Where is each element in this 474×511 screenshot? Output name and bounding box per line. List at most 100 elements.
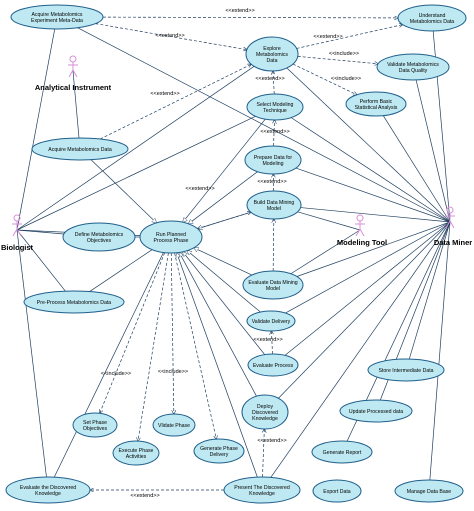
use-case-store-intermediate[interactable]: Store Intermediate Data — [367, 358, 445, 382]
association-line — [77, 27, 451, 223]
use-case-ellipse — [376, 53, 450, 81]
association-line — [295, 167, 451, 223]
actor-left-leg — [355, 228, 361, 237]
extend-label: <<extend>> — [150, 91, 179, 97]
association-line — [16, 229, 47, 478]
use-case-label: Model — [267, 206, 281, 212]
actor-biologist[interactable] — [12, 214, 22, 237]
use-case-label: Metabolomics Data — [410, 19, 455, 25]
use-case-validate-delivery[interactable]: Validate Delivery — [246, 310, 296, 332]
use-case-label: Generate Report — [323, 450, 362, 456]
include-dependency — [170, 252, 174, 414]
use-case-export-data[interactable]: Export Data — [312, 479, 362, 503]
use-case-manage-db[interactable]: Manage Data Base — [394, 479, 464, 503]
use-case-ellipse — [31, 137, 129, 161]
use-case-evaluate-process[interactable]: Evaluate Process — [247, 353, 299, 377]
include-dependency — [100, 252, 165, 414]
use-case-ellipse — [223, 476, 301, 504]
use-case-label: Acquire Metabolomics — [31, 12, 82, 18]
extend-dependency — [95, 23, 246, 50]
actor-analytical-instrument[interactable] — [68, 55, 78, 78]
use-case-label: Explore — [263, 46, 281, 52]
actor-right-leg — [16, 228, 22, 237]
generalization-line — [194, 248, 253, 276]
use-case-acquire-data[interactable]: Acquire Metabolomics Data — [31, 137, 129, 161]
use-case-label: Activities — [126, 454, 147, 460]
use-case-generate-report[interactable]: Generate Report — [311, 440, 373, 464]
include-label: <<include>> — [329, 51, 359, 57]
include-label: <<include>> — [101, 371, 131, 377]
use-case-validate-phase[interactable]: Vlidate Phase — [152, 413, 196, 437]
use-case-label: Objectives — [83, 426, 108, 432]
use-case-label: Model — [266, 286, 280, 292]
actor-head — [69, 55, 77, 63]
use-case-preprocess[interactable]: Pre-Process Metabolomics Data — [23, 290, 125, 314]
use-case-ellipse — [246, 190, 302, 220]
actor-modeling-tool[interactable] — [355, 214, 365, 237]
use-case-label: Process Phase — [154, 238, 189, 244]
association-line — [300, 207, 451, 223]
use-case-label: Knowledge — [249, 491, 275, 497]
extend-label: <<extend>> — [257, 179, 286, 185]
use-case-label: Execute Phase — [119, 448, 154, 454]
use-case-label: Modeling — [262, 161, 283, 167]
actor-right-leg — [449, 220, 455, 229]
include-dependency — [138, 252, 169, 441]
extend-label: <<extend>> — [155, 33, 184, 39]
extend-dependency — [273, 219, 274, 272]
use-case-label: Evaluate the Discovered — [20, 485, 76, 491]
use-case-label: Evaluate Data Mining — [248, 280, 297, 286]
extend-label: <<extend>> — [253, 337, 282, 343]
extend-label: <<extend>> — [130, 493, 159, 499]
association-line — [286, 67, 451, 223]
use-case-label: Select Modeling — [257, 102, 294, 108]
association-line — [16, 28, 56, 231]
use-case-ellipse — [241, 394, 289, 430]
use-case-label: Build Data Mining — [254, 200, 295, 206]
extend-dependency — [271, 331, 272, 355]
use-case-update-processed[interactable]: Update Processed data — [339, 399, 413, 423]
actor-right-leg — [72, 69, 78, 78]
association-line — [16, 229, 66, 292]
actor-right-leg — [359, 228, 365, 237]
association-line — [278, 221, 451, 399]
association-line — [16, 115, 256, 231]
actor-label: Modeling Tool — [337, 238, 387, 247]
use-case-label: Perform Basic — [360, 99, 393, 105]
association-line — [383, 115, 451, 223]
use-case-label: Knowledge — [35, 491, 61, 497]
association-line — [284, 221, 451, 356]
association-line — [296, 221, 451, 277]
generalization-line — [177, 253, 258, 478]
use-case-label: Store Intermediate Data — [378, 368, 433, 374]
actor-data-miner[interactable] — [445, 206, 455, 229]
include-label: <<include>> — [331, 76, 361, 82]
use-case-ellipse — [394, 479, 464, 503]
use-case-ellipse — [311, 440, 373, 464]
include-dependency — [297, 56, 378, 63]
use-case-label: Update Processed data — [349, 409, 403, 415]
use-case-label: Generate Phase — [200, 446, 238, 452]
use-case-label: Data Quality — [399, 68, 428, 74]
association-line — [408, 221, 451, 360]
association-line — [16, 66, 255, 231]
generalization-line — [188, 171, 258, 224]
